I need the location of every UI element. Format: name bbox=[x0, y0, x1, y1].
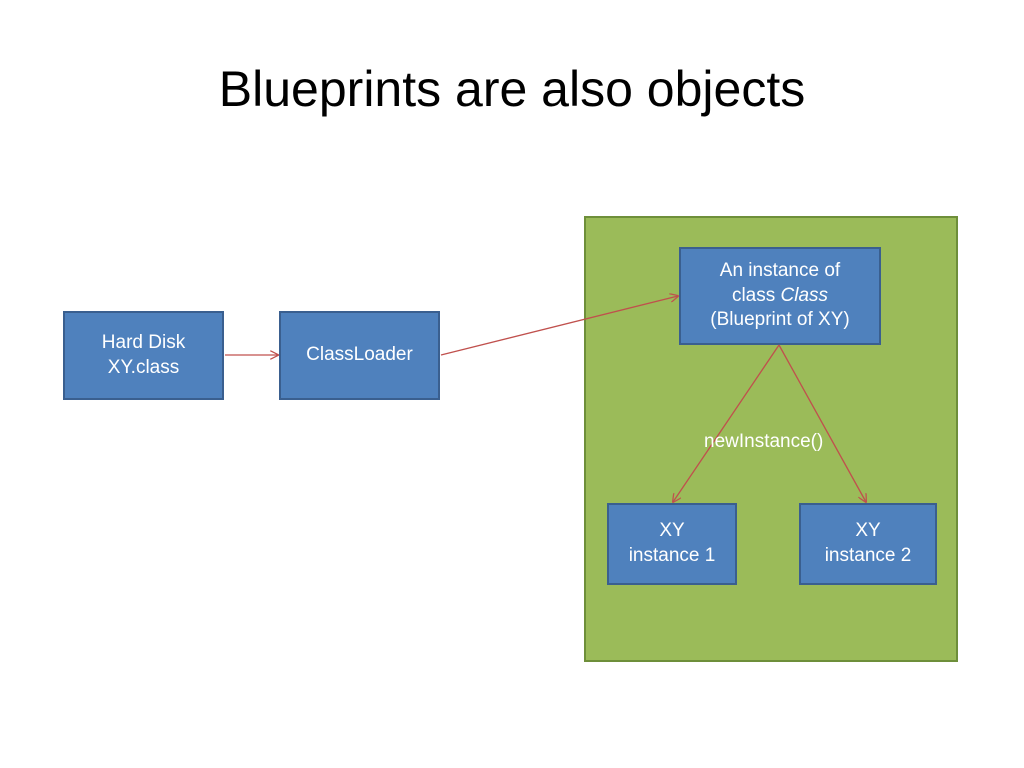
class-instance-line2: class Class bbox=[732, 284, 828, 309]
hard-disk-file: XY.class bbox=[107, 356, 180, 378]
hard-disk-label: Hard Disk bbox=[101, 331, 186, 353]
class-instance-prefix: class bbox=[731, 284, 781, 306]
instance-2-label: instance 2 bbox=[824, 545, 912, 566]
instance-2-type: XY bbox=[855, 520, 881, 542]
new-instance-label: newInstance() bbox=[704, 431, 824, 452]
instance-1-label: instance 1 bbox=[628, 545, 716, 566]
instance-1-node: XY instance 1 bbox=[607, 503, 737, 585]
class-instance-node: An instance of class Class (Blueprint of… bbox=[679, 247, 881, 345]
instance-1-type: XY bbox=[659, 520, 685, 542]
instance-2-node: XY instance 2 bbox=[799, 503, 937, 585]
class-instance-class-word: Class bbox=[780, 284, 829, 306]
class-loader-node: ClassLoader bbox=[279, 311, 440, 400]
slide-title: Blueprints are also objects bbox=[218, 61, 806, 117]
class-instance-line1: An instance of bbox=[719, 259, 841, 281]
hard-disk-node: Hard Disk XY.class bbox=[63, 311, 224, 400]
class-instance-line3: (Blueprint of XY) bbox=[710, 309, 850, 331]
class-loader-label: ClassLoader bbox=[306, 344, 413, 366]
